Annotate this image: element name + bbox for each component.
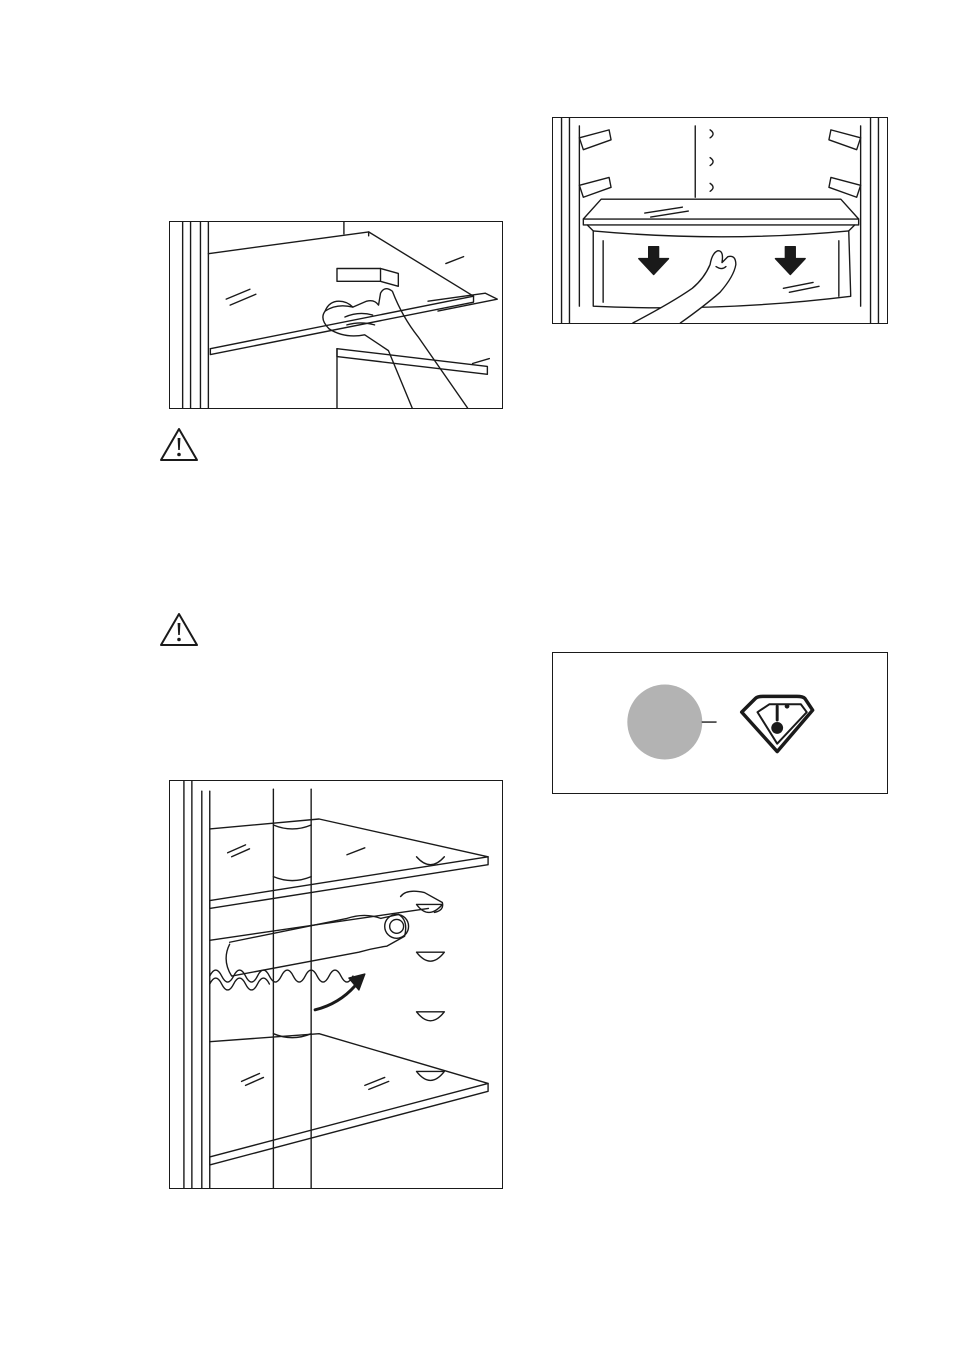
crisper-drawer-illustration (552, 117, 888, 324)
warning-triangle-icon (159, 427, 199, 463)
shelf-removal-illustration (169, 221, 503, 409)
temperature-indicator-symbol (742, 696, 813, 751)
indicator-dot (627, 685, 702, 760)
temperature-indicator-illustration (552, 652, 888, 794)
warning-triangle-icon (159, 612, 199, 648)
bottle-rack-illustration (169, 780, 503, 1189)
